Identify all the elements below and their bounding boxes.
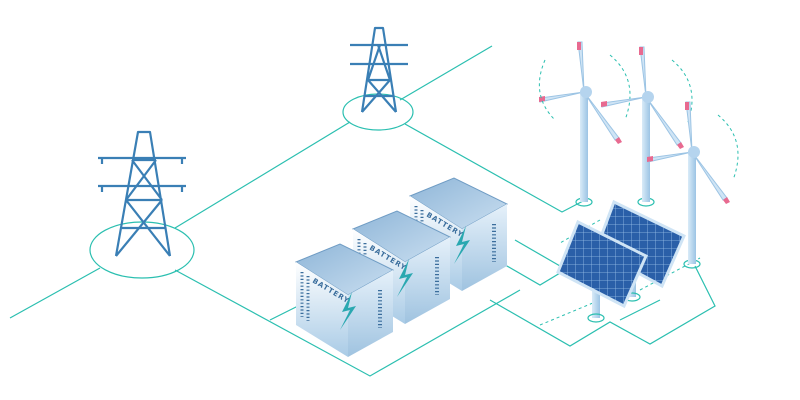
- lightning-bolt-icon: [454, 226, 470, 264]
- lightning-bolt-icon: [397, 259, 413, 297]
- solar-panel-icon: [556, 219, 648, 323]
- wind-turbine-icon: [647, 101, 739, 269]
- solar-panels: [556, 199, 686, 323]
- transmission-tower-icon: [89, 130, 195, 279]
- power-lines: [9, 45, 716, 377]
- wind-turbines: [538, 41, 739, 269]
- wind-turbine-icon: [601, 46, 693, 207]
- battery-units: BATTERY BATTERY BATTERY: [294, 177, 509, 357]
- battery-icon: BATTERY: [294, 243, 395, 357]
- transmission-tower-icon: [342, 26, 414, 131]
- lightning-bolt-icon: [340, 292, 356, 330]
- wind-turbine-icon: [538, 41, 631, 207]
